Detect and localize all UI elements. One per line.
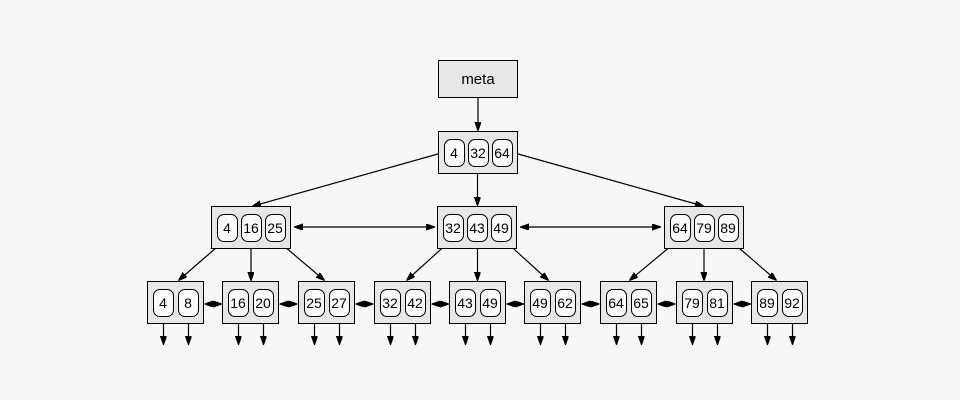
key-cell: 27 [328,288,350,317]
key-cell: 4 [443,138,465,167]
key-cell: 89 [717,213,739,242]
leaf-node: 49 62 [524,281,581,324]
key-cell: 42 [404,288,426,317]
leaf-node: 43 49 [449,281,506,324]
leaf-node: 32 42 [374,281,431,324]
key-cell: 65 [630,288,652,317]
key-cell: 43 [466,213,488,242]
key-cell: 49 [479,288,501,317]
leaf-node: 79 81 [676,281,733,324]
key-cell: 79 [681,288,703,317]
key-cell: 4 [152,288,174,317]
key-cell: 16 [240,213,262,242]
key-cell: 20 [252,288,274,317]
internal-node-right: 64 79 89 [664,206,744,249]
internal-node-left: 4 16 25 [211,206,291,249]
key-cell: 79 [693,213,715,242]
key-cell: 32 [467,138,489,167]
meta-node: meta [438,60,518,98]
key-cell: 25 [303,288,325,317]
key-cell: 49 [490,213,512,242]
key-cell: 64 [605,288,627,317]
key-cell: 92 [781,288,803,317]
meta-label: meta [461,70,495,88]
key-cell: 16 [227,288,249,317]
key-cell: 4 [216,213,238,242]
internal-node-middle: 32 43 49 [437,206,517,249]
key-cell: 32 [379,288,401,317]
leaf-node: 64 65 [600,281,657,324]
root-node: 4 32 64 [438,131,518,174]
edges-root-to-children [253,151,703,206]
leaf-node: 4 8 [147,281,204,324]
key-cell: 81 [706,288,728,317]
key-cell: 8 [177,288,199,317]
key-cell: 62 [554,288,576,317]
leaf-node: 89 92 [751,281,808,324]
key-cell: 49 [529,288,551,317]
key-cell: 32 [442,213,464,242]
key-cell: 89 [756,288,778,317]
key-cell: 64 [669,213,691,242]
key-cell: 64 [491,138,513,167]
leaf-node: 25 27 [298,281,355,324]
key-cell: 43 [454,288,476,317]
leaf-node: 16 20 [222,281,279,324]
key-cell: 25 [264,213,286,242]
